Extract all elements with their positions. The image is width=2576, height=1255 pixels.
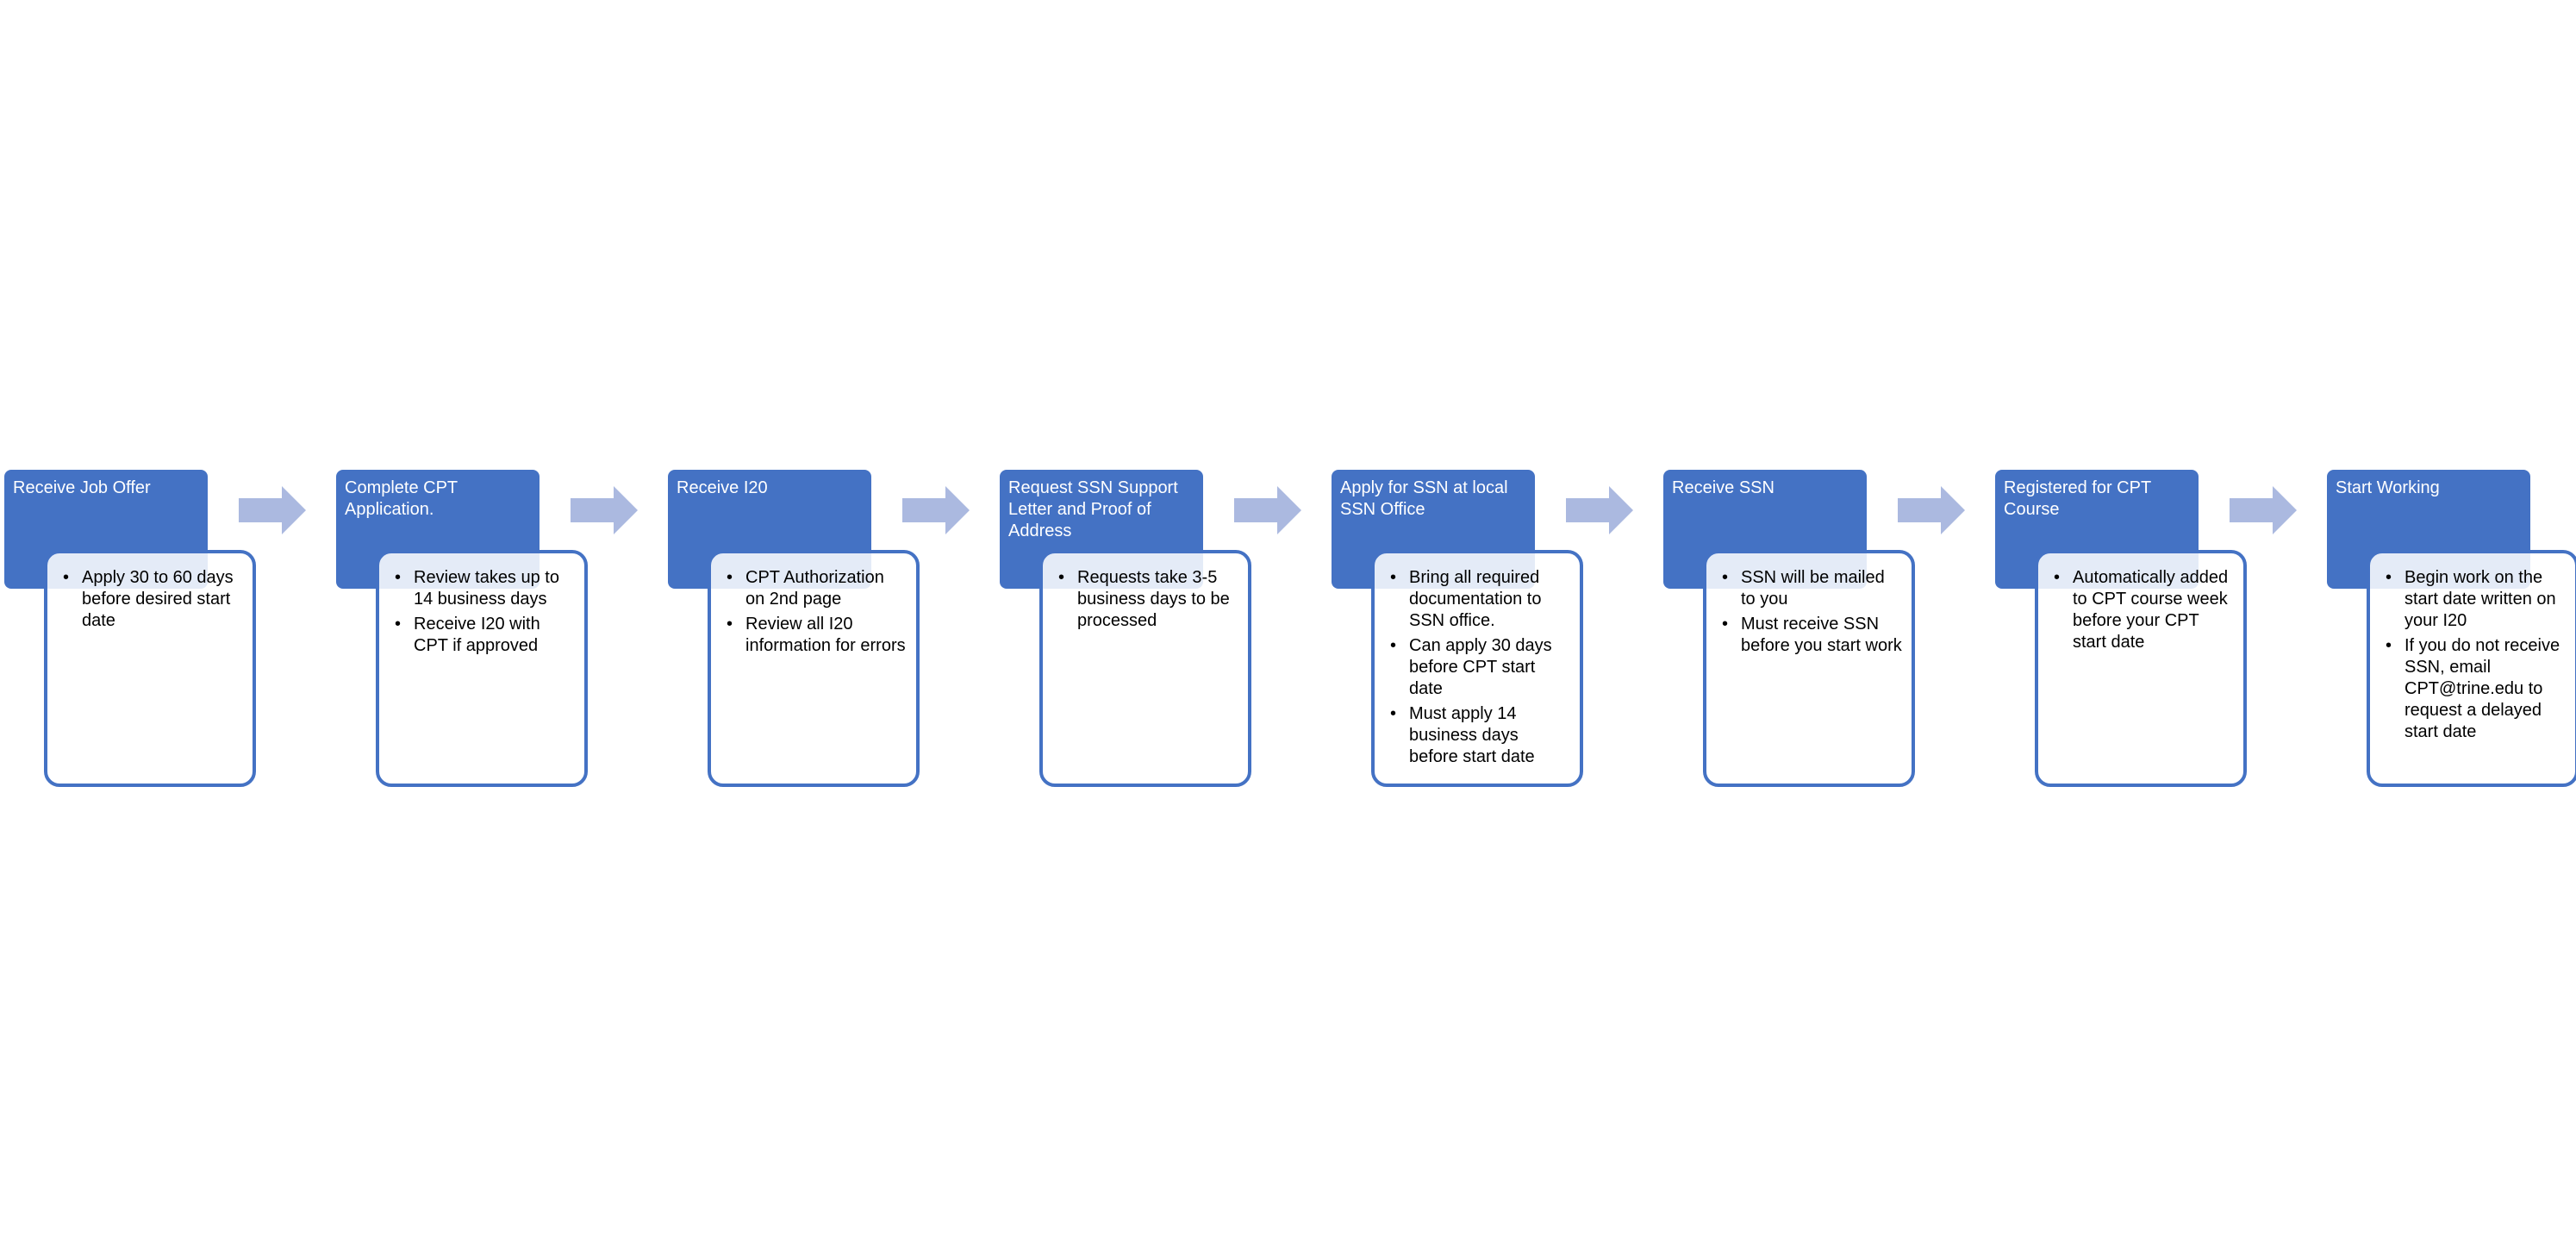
bullet-item: •CPT Authorization on 2nd page <box>727 568 884 609</box>
bullet-text: Requests take 3-5 business days to be pr… <box>1077 568 1230 630</box>
bullet-list: •SSN will be mailed to you •Must receive… <box>1720 567 1903 657</box>
bullet-text: Bring all required documentation to SSN … <box>1409 568 1542 630</box>
step-registered-for-cpt-course: Registered for CPT Course •Automatically… <box>1995 470 2254 789</box>
bullet-text: Receive I20 with CPT if approved <box>414 615 540 655</box>
step-request-ssn-support-letter: Request SSN Support Letter and Proof of … <box>1000 470 1258 789</box>
bullet-item: •Bring all required documentation to SSN… <box>1390 568 1542 630</box>
step-details-card: •Requests take 3-5 business days to be p… <box>1039 550 1251 787</box>
bullet-item: •Review all I20 information for errors <box>727 615 906 655</box>
bullet-list: •Bring all required documentation to SSN… <box>1388 567 1571 768</box>
bullet-item: •Automatically added to CPT course week … <box>2054 568 2229 652</box>
bullet-item: •Must receive SSN before you start work <box>1722 615 1902 655</box>
bullet-text: If you do not receive SSN, email CPT@tri… <box>2404 636 2560 741</box>
bullet-item: •Begin work on the start date written on… <box>2386 568 2556 630</box>
bullet-list: •Automatically added to CPT course week … <box>2052 567 2235 653</box>
bullet-text: Must apply 14 business days before start… <box>1409 704 1535 766</box>
bullet-item: •Receive I20 with CPT if approved <box>395 615 540 655</box>
bullet-item: •Apply 30 to 60 days before desired star… <box>63 568 234 630</box>
bullet-list: •Apply 30 to 60 days before desired star… <box>61 567 244 632</box>
bullet-item: •Must apply 14 business days before star… <box>1390 704 1535 766</box>
bullet-list: •CPT Authorization on 2nd page •Review a… <box>725 567 908 657</box>
bullet-text: CPT Authorization on 2nd page <box>745 568 884 609</box>
bullet-item: •If you do not receive SSN, email CPT@tr… <box>2386 636 2560 741</box>
step-complete-cpt-application: Complete CPT Application. •Review takes … <box>336 470 595 789</box>
bullet-item: •Requests take 3-5 business days to be p… <box>1058 568 1230 630</box>
step-receive-job-offer: Receive Job Offer •Apply 30 to 60 days b… <box>4 470 263 789</box>
step-receive-ssn: Receive SSN •SSN will be mailed to you •… <box>1663 470 1922 789</box>
bullet-list: •Requests take 3-5 business days to be p… <box>1057 567 1239 632</box>
arrow-icon <box>2230 484 2298 536</box>
bullet-list: •Review takes up to 14 business days •Re… <box>393 567 576 657</box>
step-details-card: •Apply 30 to 60 days before desired star… <box>44 550 256 787</box>
step-details-card: •CPT Authorization on 2nd page •Review a… <box>708 550 920 787</box>
bullet-text: Automatically added to CPT course week b… <box>2073 568 2229 652</box>
arrow-icon <box>1566 484 1635 536</box>
arrow-icon <box>571 484 639 536</box>
step-details-card: •Begin work on the start date written on… <box>2367 550 2576 787</box>
arrow-icon <box>1234 484 1303 536</box>
bullet-item: •Review takes up to 14 business days <box>395 568 559 609</box>
step-receive-i20: Receive I20 •CPT Authorization on 2nd pa… <box>668 470 926 789</box>
bullet-text: Apply 30 to 60 days before desired start… <box>82 568 234 630</box>
step-details-card: •Bring all required documentation to SSN… <box>1371 550 1583 787</box>
bullet-list: •Begin work on the start date written on… <box>2384 567 2567 743</box>
bullet-item: •Can apply 30 days before CPT start date <box>1390 636 1552 698</box>
step-details-card: •Review takes up to 14 business days •Re… <box>376 550 588 787</box>
bullet-text: SSN will be mailed to you <box>1741 568 1885 609</box>
bullet-text: Begin work on the start date written on … <box>2404 568 2556 630</box>
bullet-item: •SSN will be mailed to you <box>1722 568 1885 609</box>
bullet-text: Can apply 30 days before CPT start date <box>1409 636 1552 698</box>
arrow-icon <box>1898 484 1967 536</box>
step-details-card: •SSN will be mailed to you •Must receive… <box>1703 550 1915 787</box>
bullet-text: Must receive SSN before you start work <box>1741 615 1902 655</box>
step-start-working: Start Working •Begin work on the start d… <box>2327 470 2576 789</box>
step-details-card: •Automatically added to CPT course week … <box>2035 550 2247 787</box>
step-apply-for-ssn: Apply for SSN at local SSN Office •Bring… <box>1332 470 1590 789</box>
bullet-text: Review all I20 information for errors <box>745 615 906 655</box>
bullet-text: Review takes up to 14 business days <box>414 568 559 609</box>
arrow-icon <box>239 484 308 536</box>
arrow-icon <box>902 484 971 536</box>
